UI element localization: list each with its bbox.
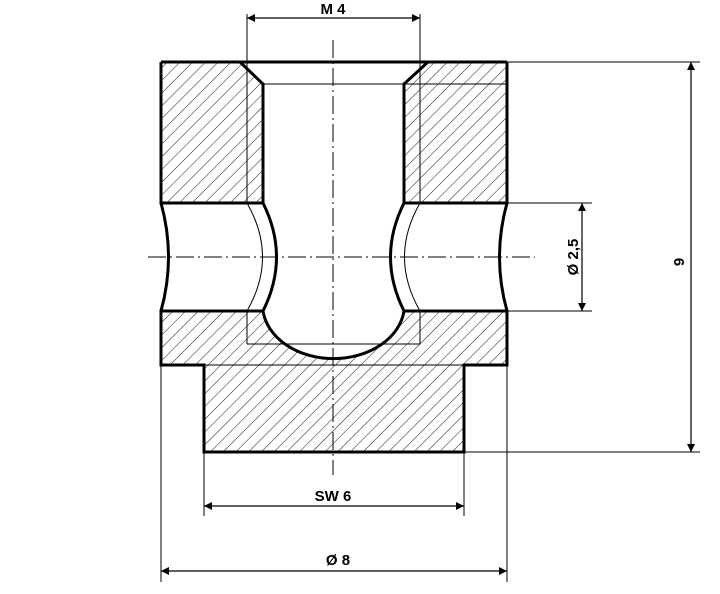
cross-hole-right-outer [498, 202, 509, 312]
upper-right-wall-section [404, 62, 507, 203]
dim-label-thread: M 4 [320, 1, 346, 18]
cross-hole-right-inner [389, 202, 406, 312]
center-lines [148, 40, 535, 475]
outline-lower-body [159, 309, 509, 454]
cross-hole-left-inner [261, 202, 278, 312]
dim-label-outer-diameter: Ø 8 [326, 552, 350, 569]
dim-label-cross-hole: Ø 2,5 [565, 239, 582, 276]
visible-outlines [159, 60, 509, 454]
hatched-sections [161, 62, 507, 452]
dim-label-height: 9 [671, 258, 688, 266]
dimension-lines [161, 14, 695, 575]
cross-hole-left-outer [159, 202, 170, 312]
dim-label-wrench-size: SW 6 [315, 488, 352, 505]
upper-left-wall-section [161, 62, 263, 203]
lower-body-section [161, 311, 507, 452]
